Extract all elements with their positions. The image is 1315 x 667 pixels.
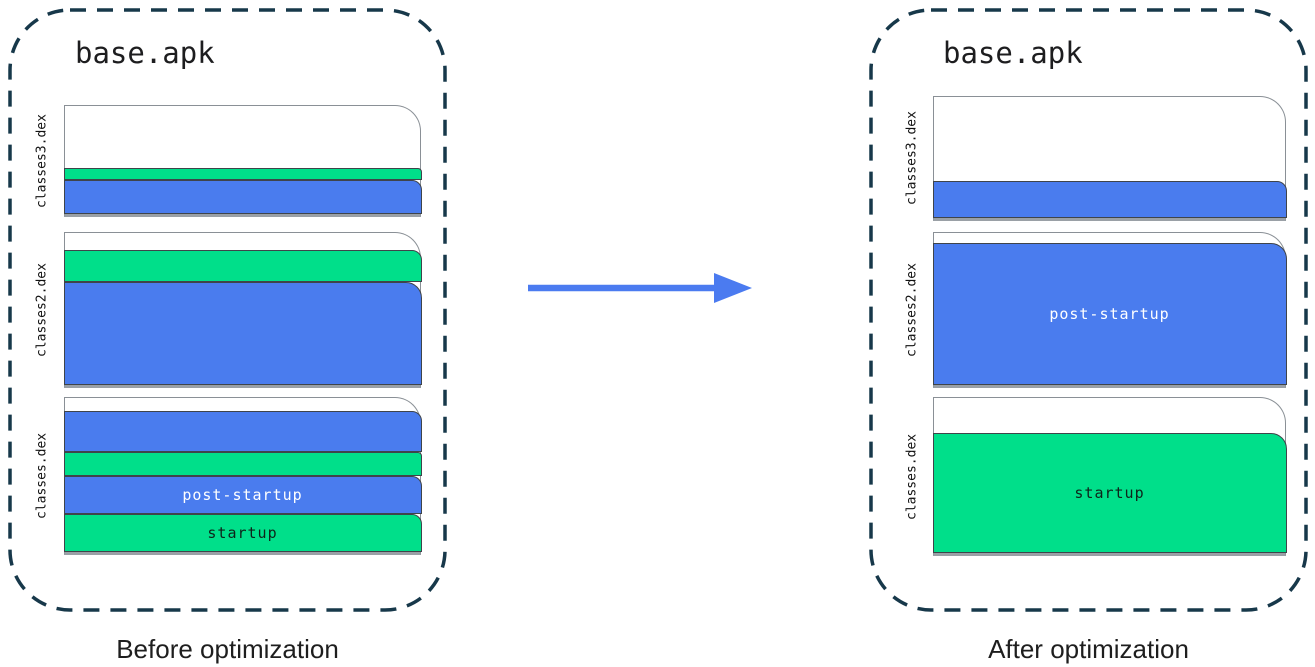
dex-file-label: classes2.dex — [34, 263, 50, 357]
dex-segment-green — [63, 452, 422, 476]
dex-segment-green — [63, 168, 422, 180]
dex-segment-blue — [63, 282, 422, 385]
segment-stack: startup — [932, 433, 1287, 553]
dex-file-page: post-startup — [932, 232, 1287, 388]
apk-title: base.apk — [75, 36, 215, 70]
dex-segment-green — [63, 250, 422, 282]
dex-file-page: post-startup startup — [63, 397, 422, 555]
segment-stack: post-startup — [932, 243, 1287, 385]
dex-segment-blue — [63, 411, 422, 452]
segment-stack: post-startup startup — [63, 411, 422, 552]
dex-file-label: classes.dex — [34, 432, 50, 520]
file-list: classes3.dex classes2.dex post-startup clas… — [869, 8, 1308, 612]
segment-label: startup — [1074, 484, 1145, 502]
segment-label: post-startup — [182, 486, 303, 504]
right-arrow-icon — [528, 273, 752, 303]
dex-segment-blue: post-startup — [932, 243, 1287, 385]
dex-segment-blue — [932, 181, 1287, 218]
dex-file-page: startup — [932, 397, 1287, 556]
dex-file-label: classes3.dex — [904, 111, 920, 206]
segment-label: startup — [207, 524, 278, 542]
panel-caption: Before optimization — [116, 634, 339, 664]
dex-file-label: classes2.dex — [904, 263, 920, 357]
file-list: classes3.dex classes2.dex classes.dex post-… — [8, 8, 447, 612]
segment-stack — [63, 250, 422, 385]
dex-file-page — [63, 105, 422, 217]
dex-segment-green: startup — [932, 433, 1287, 553]
apk-title: base.apk — [943, 36, 1083, 70]
dex-segment-blue: post-startup — [63, 476, 422, 514]
dex-segment-blue — [63, 180, 422, 214]
segment-stack — [63, 168, 422, 214]
dex-file-page — [932, 96, 1287, 221]
dex-file-label: classes3.dex — [34, 114, 50, 208]
dex-segment-green: startup — [63, 514, 422, 552]
segment-label: post-startup — [1049, 305, 1170, 323]
after-panel: base.apk classes3.dex classes2.dex post-st… — [869, 8, 1308, 664]
dex-file-label: classes.dex — [904, 433, 920, 520]
panel-caption: After optimization — [988, 634, 1189, 664]
dex-file-page — [63, 232, 422, 388]
segment-stack — [932, 181, 1287, 218]
